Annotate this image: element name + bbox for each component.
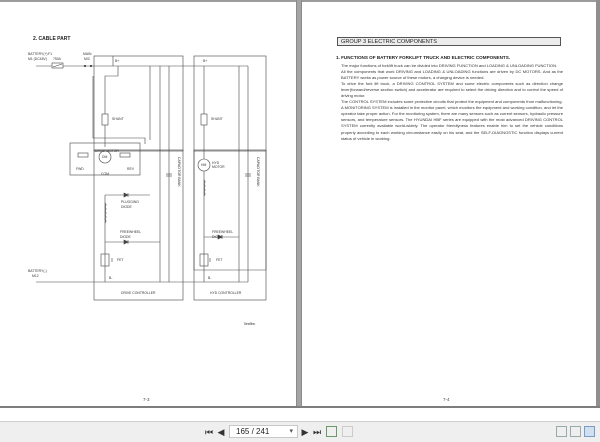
label-b-minus-drive: B-	[109, 276, 113, 280]
label-b-plus-drive: B+	[115, 59, 120, 63]
paragraph: All the components that work DRIVING and…	[341, 69, 563, 81]
label-battery-neg-code: M12	[32, 274, 39, 278]
page-left	[0, 2, 296, 406]
label-freewheel-drive-2: DIODE	[120, 235, 131, 239]
paragraph: A MONITORING SYSTEM is installed in the …	[341, 105, 563, 141]
continuous-view-icon[interactable]	[570, 426, 581, 437]
copy-page-icon[interactable]	[342, 426, 353, 437]
label-fet-drive: FET	[117, 258, 124, 262]
label-drive-motor: DRIVE MOTOR	[95, 149, 119, 153]
page-number-left: 7-3	[143, 397, 150, 402]
article-body: The major functions of forklift truck ca…	[341, 63, 563, 142]
wiring-diagram	[36, 55, 267, 301]
label-capacitor-bank-hyd: CAPACITOR BANK	[256, 157, 260, 187]
label-b-plus-hyd: B+	[203, 59, 208, 63]
vertical-scrollbar[interactable]	[596, 0, 600, 406]
navigation-toolbar: ⏮ ◀ 165 / 241 ▾ ▶ ⏭	[0, 421, 600, 442]
group-title: GROUP 3 ELECTRIC COMPONENTS	[337, 37, 561, 46]
label-shunt-drive: SHUNT	[112, 117, 124, 121]
label-freewheel-drive: FREEWHEEL	[120, 230, 142, 234]
label-drive-controller: DRIVE CONTROLLER	[121, 291, 156, 295]
page-number-right: 7-4	[443, 397, 450, 402]
label-hyd-motor: HYD	[212, 161, 220, 165]
label-fet-hyd: FET	[216, 258, 223, 262]
label-battery-neg: BATTERY(-)	[28, 269, 47, 273]
label-shunt-hyd: SHUNT	[211, 117, 223, 121]
last-page-icon[interactable]: ⏭	[312, 427, 322, 437]
label-rev: REV	[127, 167, 134, 171]
chevron-down-icon[interactable]: ▾	[289, 428, 293, 435]
label-plugging-diode: PLUGGING	[121, 200, 139, 204]
next-page-icon[interactable]: ▶	[301, 427, 309, 437]
page-number-input[interactable]: 165 / 241 ▾	[229, 425, 298, 438]
document-viewport: 2. CABLE PART	[0, 0, 600, 406]
prev-page-icon[interactable]: ◀	[217, 427, 225, 437]
first-page-icon[interactable]: ⏮	[204, 427, 214, 437]
label-battery-pos-code: M1 (DC48V)	[28, 57, 47, 61]
paragraph: To drive the fork lift truck, a DRIVING …	[341, 81, 563, 99]
label-fuse-rating: 750A	[53, 57, 61, 61]
label-fwd: FWD	[76, 167, 84, 171]
label-capacitor-bank-drive: CAPACITOR BANK	[177, 157, 181, 187]
label-hyd-motor-2: MOTOR	[212, 165, 225, 169]
page-right	[302, 2, 596, 406]
page-bottom-area	[0, 406, 600, 421]
label-plugging-diode-2: DIODE	[121, 205, 132, 209]
two-page-view-icon[interactable]	[584, 426, 595, 437]
page-divider	[296, 0, 302, 406]
article-title: 1. FUNCTIONS OF BATTERY FORKLIFT TRUCK A…	[336, 55, 511, 60]
label-freewheel-hyd-2: DIODE	[212, 235, 223, 239]
add-page-icon[interactable]	[326, 426, 337, 437]
page-number-value: 165 / 241	[236, 427, 270, 436]
label-hyd-controller: HYD CONTROLLER	[210, 291, 242, 295]
section-title: 2. CABLE PART	[33, 36, 71, 42]
label-fuse: F1	[48, 52, 52, 56]
label-main-mc: M/C	[84, 57, 91, 61]
label-b-minus-hyd: B-	[208, 276, 212, 280]
label-freewheel-hyd: FREEWHEEL	[212, 230, 234, 234]
paragraph: The CONTROL SYSTEM includes some protect…	[341, 99, 563, 105]
label-battery-pos: BATTERY(+)	[28, 52, 48, 56]
label-drawing-id: 5ea9bn	[244, 322, 256, 326]
label-com: COM	[101, 172, 109, 176]
label-dm: DM	[102, 155, 108, 159]
paragraph: The major functions of forklift truck ca…	[341, 63, 558, 68]
label-main: MAIN	[83, 52, 92, 56]
single-page-view-icon[interactable]	[556, 426, 567, 437]
label-hm: HM	[201, 163, 207, 167]
